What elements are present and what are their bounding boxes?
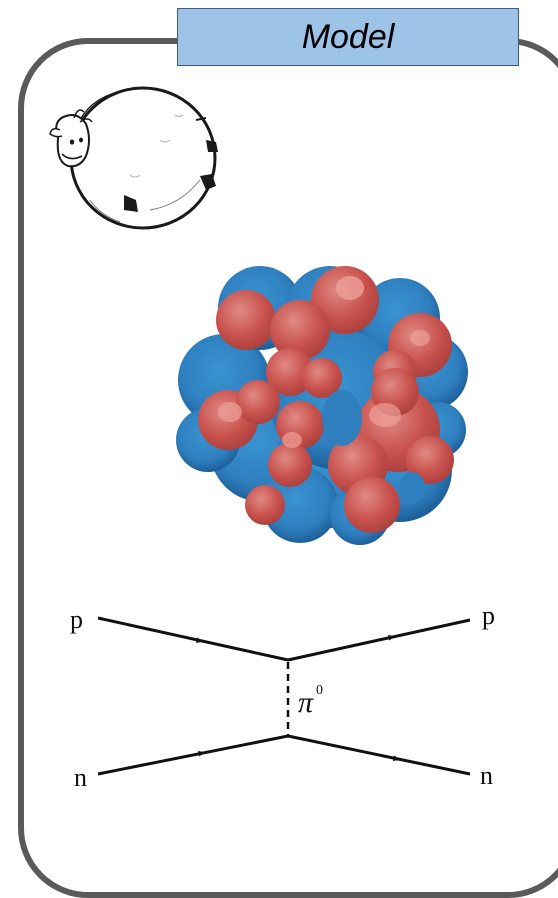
pion-charge: 0 [316,683,323,698]
panel-title: Model [301,18,395,56]
proton-in-arrow [169,633,204,643]
feynman-diagram: p p n n π 0 [70,601,495,792]
atomic-nucleus-icon [176,266,468,545]
label-p-in: p [70,605,83,634]
title-box: Model [177,8,519,66]
spherical-cow-icon [49,86,218,230]
label-n-out: n [480,761,493,790]
label-n-in: n [74,763,87,792]
proton-out-arrow [359,635,396,645]
illustration-canvas: p p n n π 0 [49,86,495,792]
label-p-out: p [482,601,495,630]
neutron-in-arrow [169,751,206,761]
pion-symbol: π [298,686,314,719]
neutron-out-arrow [364,751,401,761]
